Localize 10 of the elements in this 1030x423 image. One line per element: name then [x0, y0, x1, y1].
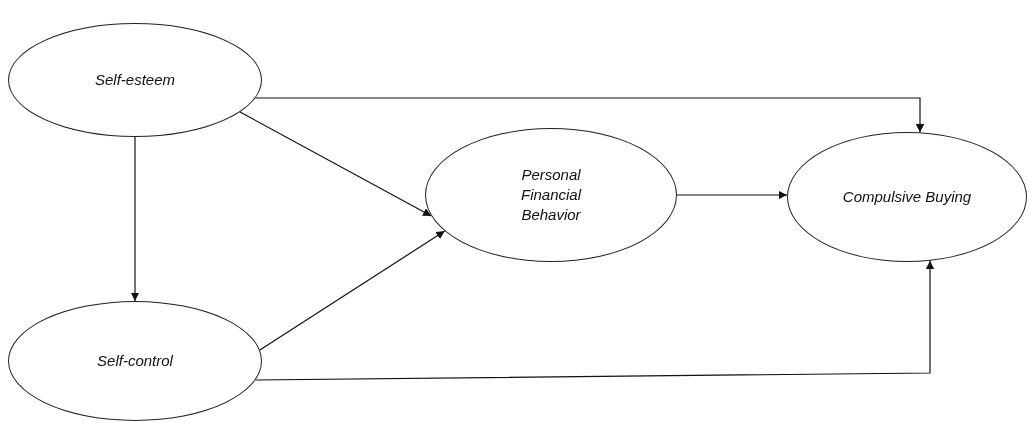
- construct-label: Self-esteem: [94, 69, 175, 90]
- arrow: [254, 97, 925, 133]
- arrow: [239, 111, 432, 217]
- construct-label: Personal Financial Behavior: [520, 164, 583, 226]
- arrow: [254, 260, 935, 381]
- arrow: [676, 190, 788, 200]
- arrow: [130, 136, 140, 302]
- arrow: [259, 230, 446, 351]
- construct-label: Compulsive Buying: [842, 186, 972, 207]
- construct-label: Self-control: [97, 350, 173, 371]
